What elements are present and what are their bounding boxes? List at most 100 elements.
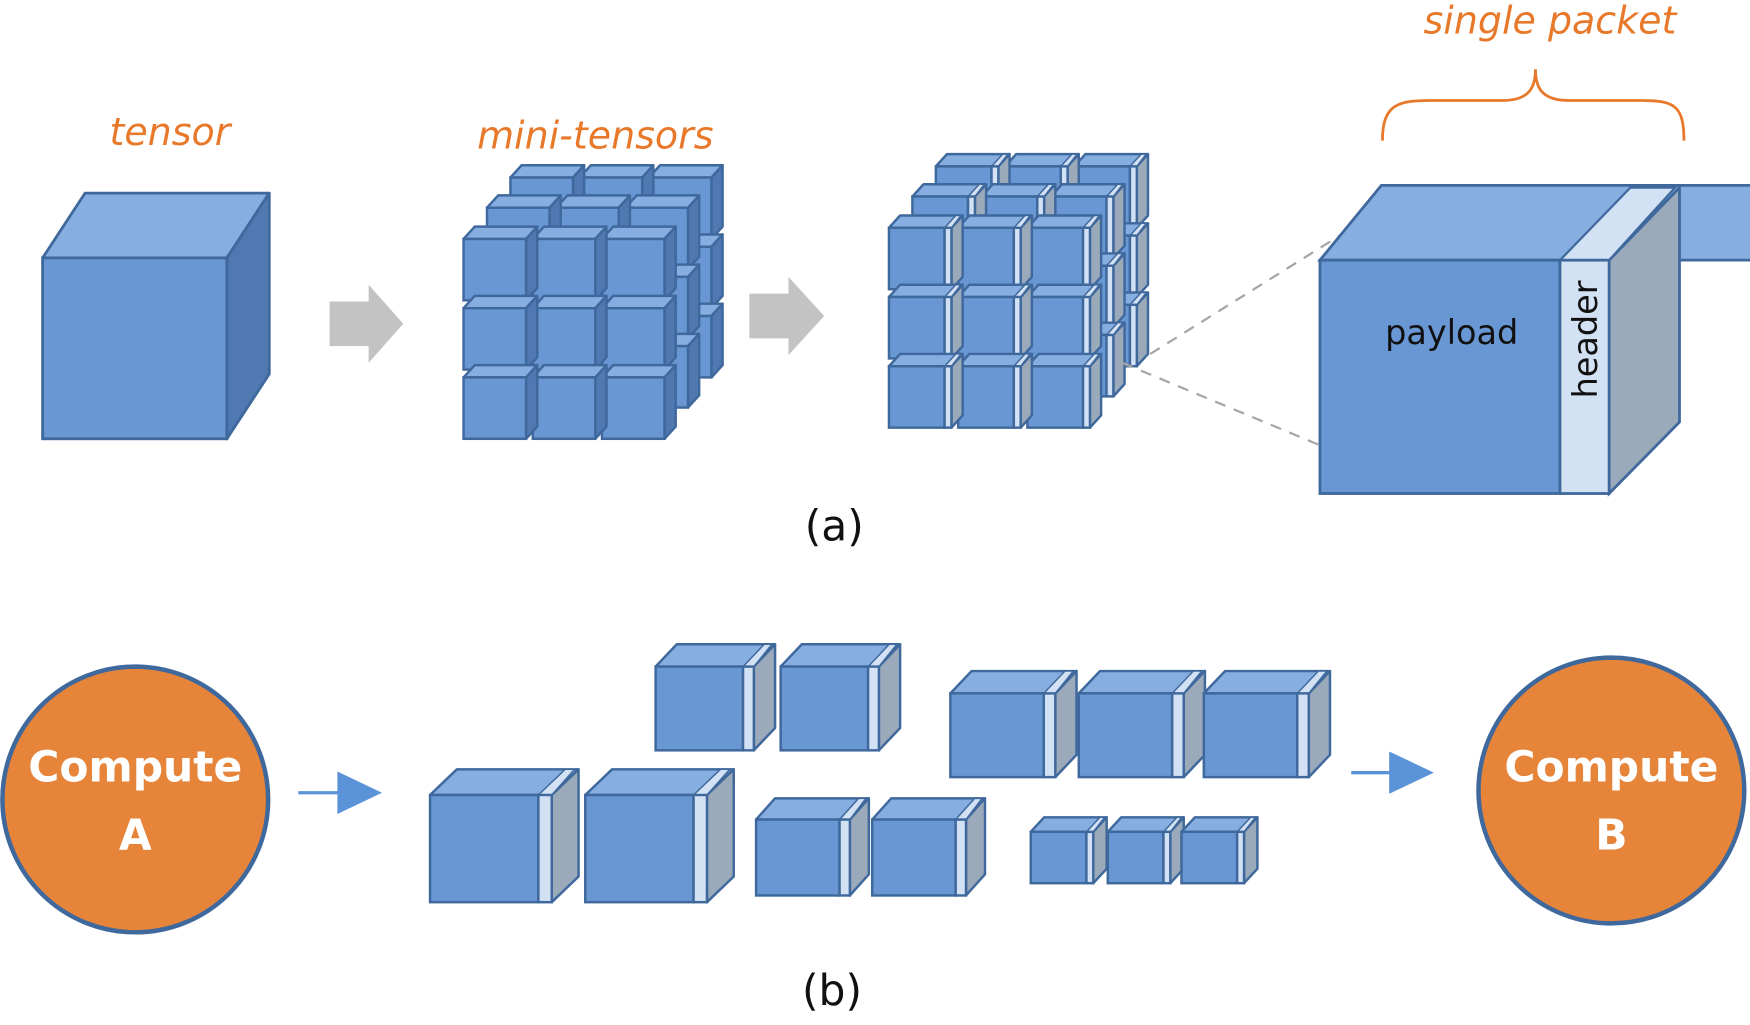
single-packet-label: single packet <box>1424 0 1679 42</box>
packet <box>870 797 987 897</box>
header-strip <box>866 665 881 752</box>
packet-group-upper-left-pair <box>654 643 902 752</box>
header-strip <box>954 818 968 897</box>
tensor-cube-body <box>41 191 271 441</box>
cube-front-face <box>600 237 666 302</box>
cube-side-face <box>524 225 539 302</box>
header-strip <box>1170 692 1185 779</box>
cube-front-face <box>600 306 666 371</box>
packet <box>754 797 871 897</box>
cube-side-face <box>686 263 701 340</box>
packet <box>779 643 902 752</box>
mini-tensor <box>600 225 677 302</box>
in-flight-packets <box>428 643 1332 904</box>
mini-tensors-label: mini-tensors <box>477 114 713 158</box>
cube-side-face <box>594 294 608 371</box>
cube-front-face <box>1106 830 1165 885</box>
packet <box>1029 816 1108 885</box>
cube-front-face <box>654 665 745 752</box>
packet <box>1077 669 1207 779</box>
cube-side-face <box>594 225 608 302</box>
packet-top-face <box>1316 183 1750 262</box>
cube-front-face <box>428 793 540 904</box>
packet-group-upper-right-triple <box>949 669 1332 779</box>
packet <box>428 768 580 904</box>
cube-front-face <box>887 226 946 291</box>
cube-side-face <box>663 363 677 441</box>
header-strip <box>943 295 953 360</box>
header-strip <box>1085 830 1095 885</box>
cube-front-face <box>1077 692 1174 779</box>
cube-side-face <box>524 294 539 371</box>
packetized-mini-tensor-grid <box>887 152 1150 429</box>
header-face <box>1558 258 1611 495</box>
mini-packet <box>887 352 964 429</box>
mini-tensor <box>531 363 608 441</box>
gray-arrow-icon <box>329 284 404 363</box>
packet <box>654 643 777 752</box>
header-strip <box>838 818 852 897</box>
cube-front-face <box>949 692 1046 779</box>
cube-front-face <box>531 376 597 441</box>
panel-b: Compute A Compute B (b) <box>0 643 1747 1016</box>
cube-front-face <box>462 237 528 302</box>
cube-front-face <box>887 365 946 429</box>
header-strip <box>692 793 709 904</box>
packet-group-lower-large-pair <box>428 768 735 904</box>
caption-a: (a) <box>805 502 864 551</box>
header-label: header <box>1566 280 1605 398</box>
cube-side-face <box>710 302 724 379</box>
cube-front-face <box>956 226 1016 291</box>
packet-group-lower-small-triple <box>1029 816 1259 885</box>
mini-tensor <box>462 294 539 371</box>
header-strip <box>1042 692 1057 779</box>
packet <box>949 669 1078 779</box>
packet <box>1180 816 1259 885</box>
cube-front-face <box>956 365 1016 429</box>
compute-b-node: Compute B <box>1476 655 1747 926</box>
header-strip <box>1105 333 1115 398</box>
cube-front-face <box>531 306 597 371</box>
cube-front-face <box>779 665 870 752</box>
cube-front-face <box>1180 830 1239 885</box>
mini-packet <box>887 283 964 360</box>
header-strip <box>1081 226 1092 291</box>
cube-side-face <box>663 225 677 302</box>
mini-tensor <box>600 294 677 371</box>
cube-front-face <box>956 295 1016 360</box>
cube-front-face <box>584 793 695 904</box>
flow-arrow-icon <box>298 771 383 814</box>
mini-tensor <box>600 363 677 441</box>
cube-front-face <box>1026 365 1085 429</box>
cube-side-face <box>686 194 701 271</box>
header-strip <box>1128 165 1139 230</box>
compute-b-line2: B <box>1595 812 1627 861</box>
gray-arrow-icon <box>749 276 825 356</box>
header-strip <box>1128 234 1139 299</box>
mini-packet <box>887 214 964 291</box>
mini-tensor <box>462 363 539 441</box>
panel-a: tensor mini-tensors single packet payloa… <box>41 0 1750 551</box>
tensor-label: tensor <box>109 110 232 154</box>
header-strip <box>1012 226 1022 291</box>
flow-arrow-icon <box>1351 751 1434 794</box>
cube-side-face <box>710 164 724 241</box>
cube-front-face <box>41 256 229 441</box>
cube-front-face <box>1202 692 1299 779</box>
mini-tensor <box>531 225 608 302</box>
cube-side-face <box>524 363 539 441</box>
header-strip <box>1012 365 1022 429</box>
brace-icon <box>1381 69 1686 141</box>
packet <box>1106 816 1185 885</box>
tensor-cube <box>41 191 271 441</box>
header-strip <box>1081 295 1092 360</box>
header-strip <box>1235 830 1246 885</box>
payload-face <box>1318 258 1562 495</box>
cube-front-face <box>600 376 666 441</box>
compute-a-node: Compute A <box>0 664 271 935</box>
single-packet: payload header <box>1316 183 1750 497</box>
mini-tensor-grid <box>462 164 724 441</box>
header-strip <box>741 665 756 752</box>
cube-front-face <box>1026 226 1085 291</box>
